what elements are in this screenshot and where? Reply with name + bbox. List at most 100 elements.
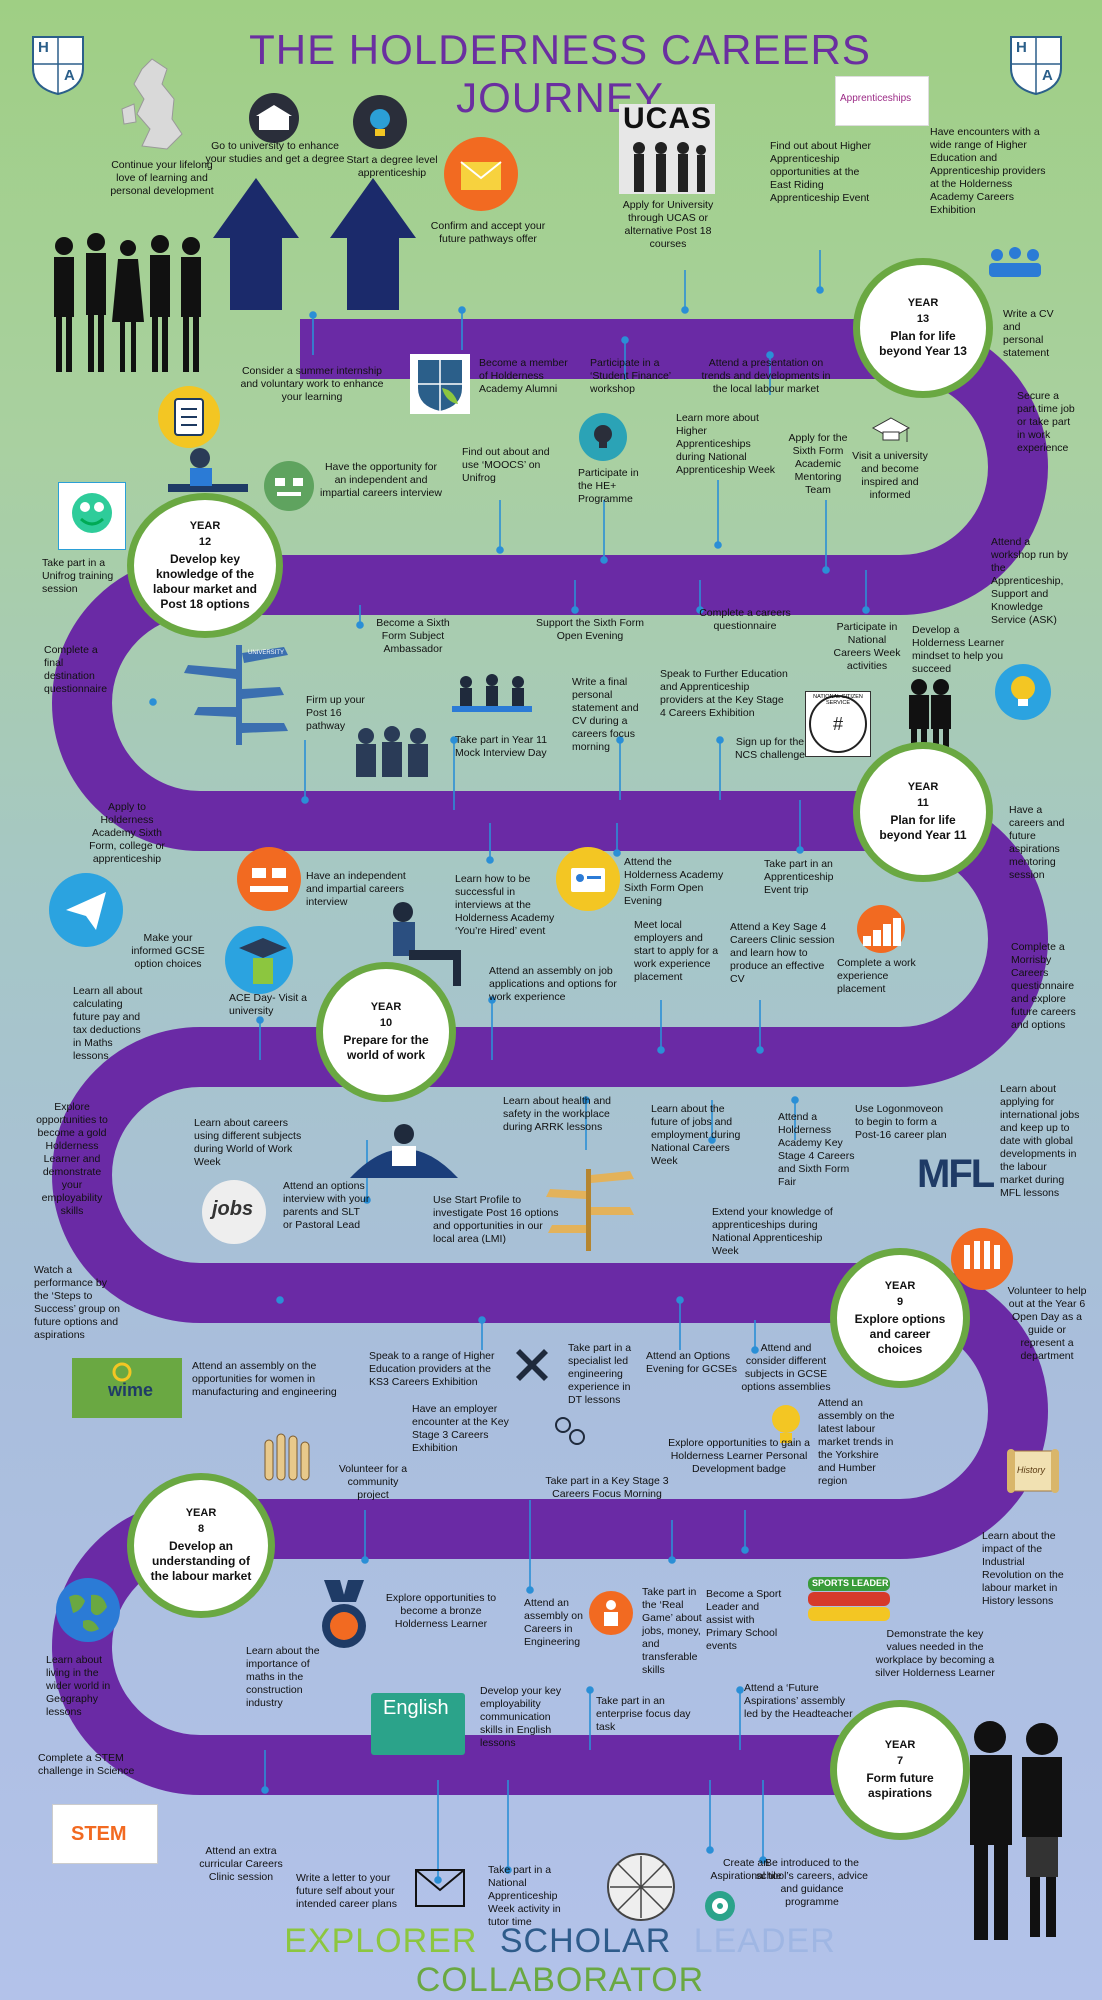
year-description: Form future aspirations [866, 1771, 934, 1800]
step-label: Take part in a specialist led engineerin… [568, 1342, 632, 1406]
step-label: Apply to Holderness Academy Sixth Form, … [89, 801, 165, 865]
footer-scholar: SCHOLAR [499, 1922, 672, 1960]
footer-leader: LEADER [693, 1922, 836, 1960]
step-label: Become a member of Holderness Academy Al… [479, 357, 568, 395]
team-meeting-icon [350, 1124, 458, 1178]
step-label: ACE Day- Visit a university [229, 992, 307, 1017]
year-number: 7 [896, 1755, 904, 1767]
step-label: Complete a Morrisby Careers questionnair… [1011, 941, 1076, 1031]
year-description: Prepare for the world of work [343, 1033, 429, 1062]
volunteer-hands-icon [264, 1433, 310, 1481]
step-label: Attend an extra curricular Careers Clini… [199, 1845, 283, 1883]
year-description: Develop an understanding of the labour m… [150, 1539, 252, 1583]
step-label: Take part in an Apprenticeship Event tri… [764, 858, 834, 896]
year-13-circle: YEAR 13 Plan for life beyond Year 13 [853, 258, 993, 398]
step-label: Use Logonmoveon to begin to form a Post-… [855, 1103, 947, 1141]
options-signpost-icon [546, 1169, 634, 1251]
values-footer: EXPLORER SCHOLAR LEADER COLLABORATOR [150, 1922, 970, 2000]
step-label: Have an employer encounter at the Key St… [412, 1403, 509, 1454]
apprenticeships-logo-text: Apprenticeships [840, 93, 912, 104]
man-with-laptop-icon [393, 902, 461, 986]
step-label: Participate in National Careers Week act… [833, 621, 901, 672]
mfl-text: MFL [917, 1152, 995, 1196]
step-label: Take part in a National Apprenticeship W… [488, 1864, 561, 1928]
lightbulb-icon [353, 95, 407, 149]
interview-icon [264, 461, 314, 511]
letter-envelope-icon [415, 1869, 465, 1907]
history-text: History [1017, 1465, 1046, 1475]
step-label: Apply for the Sixth Form Academic Mentor… [788, 432, 848, 496]
step-label: Learn about applying for international j… [1000, 1083, 1080, 1199]
year-number: 11 [917, 797, 929, 809]
ucas-image: UCAS [619, 102, 715, 194]
step-label: Attend an assembly on the latest labour … [818, 1397, 895, 1487]
apprenticeships-logo: Apprenticeships [835, 76, 929, 126]
logo-letter-a: A [1042, 67, 1053, 84]
year-9-circle: YEAR 9 Explore options and career choice… [830, 1248, 970, 1388]
students-uniform-large-icon [970, 1721, 1062, 1940]
group-meeting-icon [989, 247, 1041, 277]
step-label: Go to university to enhance your studies… [205, 140, 345, 165]
logo-letter-h: H [1016, 39, 1027, 56]
step-label: Explore opportunities to gain a Holderne… [668, 1437, 810, 1475]
engineering-tool-icon [516, 1349, 548, 1381]
step-label: Continue your lifelong love of learning … [110, 159, 214, 197]
step-label: Speak to a range of Higher Education pro… [369, 1350, 495, 1388]
step-label: Attend the Holderness Academy Sixth Form… [624, 856, 724, 907]
year-11-circle: YEAR 11 Plan for life beyond Year 11 [853, 742, 993, 882]
year-description: Plan for life beyond Year 13 [879, 329, 967, 358]
step-label: Firm up your Post 16 pathway [306, 694, 365, 732]
step-label: Explore opportunities to become a gold H… [36, 1101, 108, 1217]
ncs-text: NATIONAL CITIZEN SERVICE [813, 694, 863, 706]
step-label: Create an Aspirational tile [710, 1857, 782, 1882]
signpost-image: UNIVERSITY [184, 645, 294, 745]
year-label: YEAR [907, 781, 939, 793]
step-label: Attend a workshop run by the Apprentices… [991, 536, 1069, 626]
connector-lines [149, 250, 870, 1884]
uk-map-icon [121, 58, 183, 150]
step-label: Attend an assembly on Careers in Enginee… [524, 1597, 583, 1648]
year-12-circle: YEAR 12 Develop key knowledge of the lab… [127, 493, 283, 638]
year-label: YEAR [884, 1279, 916, 1292]
logo-letter-a: A [64, 67, 75, 84]
arrows-up-icon [213, 178, 416, 310]
paper-plane-icon [49, 873, 123, 947]
sports-leader-badge: SPORTS LEADER [806, 1575, 892, 1625]
signpost-text: UNIVERSITY [248, 650, 285, 656]
step-label: Find out about Higher Apprenticeship opp… [770, 140, 871, 204]
step-label: Write a final personal statement and CV … [572, 676, 639, 753]
year-number: 12 [198, 535, 212, 548]
step-label: Become a Sport Leader and assist with Pr… [706, 1588, 782, 1652]
step-label: Write a CV and personal statement [1003, 308, 1054, 359]
ucas-text: UCAS [623, 102, 713, 135]
stem-text: STEM [71, 1823, 127, 1845]
step-label: Learn about health and safety in the wor… [503, 1095, 612, 1133]
step-label: Attend an Options Evening for GCSEs [646, 1350, 738, 1375]
year-8-circle: YEAR 8 Develop an understanding of the l… [127, 1473, 275, 1618]
step-label: Learn how to be successful in interviews… [455, 873, 555, 937]
step-label: Attend a presentation on trends and deve… [701, 357, 831, 395]
year-description: Plan for life beyond Year 11 [879, 813, 967, 842]
step-label: Confirm and accept your future pathways … [430, 220, 546, 245]
globe-icon [56, 1578, 120, 1642]
stem-logo: STEM [52, 1804, 158, 1864]
student-desk-icon [168, 448, 248, 492]
step-label: Attend an assembly on the opportunities … [192, 1360, 337, 1398]
step-label: Have an independent and impartial career… [306, 870, 406, 908]
school-logo-right: H A [1008, 34, 1064, 96]
step-label: Develop a Holderness Learner mindset to … [912, 624, 1005, 675]
year-label: YEAR [185, 1507, 217, 1519]
footer-collaborator: COLLABORATOR [415, 1961, 705, 1999]
target-icon [705, 1891, 735, 1921]
cogs-icon [555, 1417, 585, 1445]
year-number: 9 [896, 1295, 904, 1308]
step-label: Secure a part time job or take part in w… [1017, 390, 1075, 454]
step-label: Attend an options interview with your pa… [283, 1180, 370, 1231]
step-label: Attend and consider different subjects i… [741, 1342, 831, 1393]
step-label: Start a degree level apprenticeship [346, 154, 438, 179]
step-label: Attend a ‘Future Aspirations’ assembly l… [744, 1682, 853, 1720]
ace-day-icon [225, 926, 293, 994]
sports-leader-text: SPORTS LEADER [812, 1578, 889, 1588]
